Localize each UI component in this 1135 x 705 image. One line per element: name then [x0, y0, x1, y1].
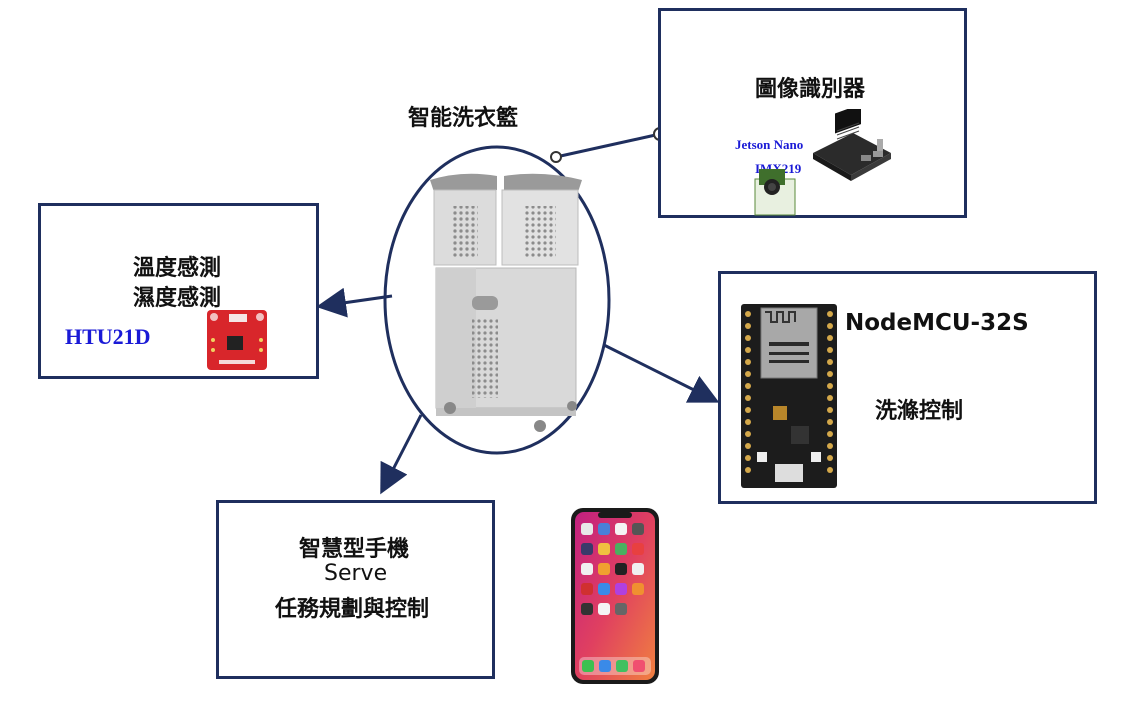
- arrow-mcu: [603, 343, 720, 403]
- arrow-sensor: [316, 287, 393, 318]
- sensor-model-label: HTU21D: [65, 324, 151, 349]
- phone-line-1: 智慧型手機: [299, 537, 410, 562]
- vision-title: 圖像識別器: [755, 77, 866, 102]
- center-title: 智能洗衣籃: [408, 106, 519, 131]
- htu21d-sensor-image: [207, 310, 267, 370]
- sensor-box: 溫度感測 濕度感測 HTU21D: [38, 203, 319, 379]
- laundry-basket-image: [430, 173, 582, 432]
- basket-ellipse: [383, 145, 611, 455]
- nodemcu-board-image: [741, 304, 837, 488]
- connector-node-start: [550, 151, 562, 163]
- jetson-nano-board-image: [813, 109, 891, 181]
- phone-line-2: Serve: [324, 561, 388, 586]
- connector-vision: [555, 132, 661, 159]
- vision-box: 圖像識別器 Jetson Nano IMX219: [658, 8, 967, 218]
- imx219-camera-image: [754, 169, 796, 216]
- smartphone-image: [571, 508, 659, 684]
- phone-box: 智慧型手機 Serve 任務規劃與控制: [216, 500, 495, 679]
- mcu-box: NodeMCU-32S 洗滌控制: [718, 271, 1097, 504]
- sensor-line-1: 溫度感測: [133, 256, 222, 281]
- phone-line-3: 任務規劃與控制: [275, 597, 430, 622]
- sensor-line-2: 濕度感測: [133, 286, 222, 311]
- mcu-title: NodeMCU-32S: [845, 310, 1029, 336]
- arrow-phone: [380, 414, 423, 495]
- mcu-subtitle: 洗滌控制: [875, 399, 964, 424]
- jetson-label: Jetson Nano: [735, 137, 804, 152]
